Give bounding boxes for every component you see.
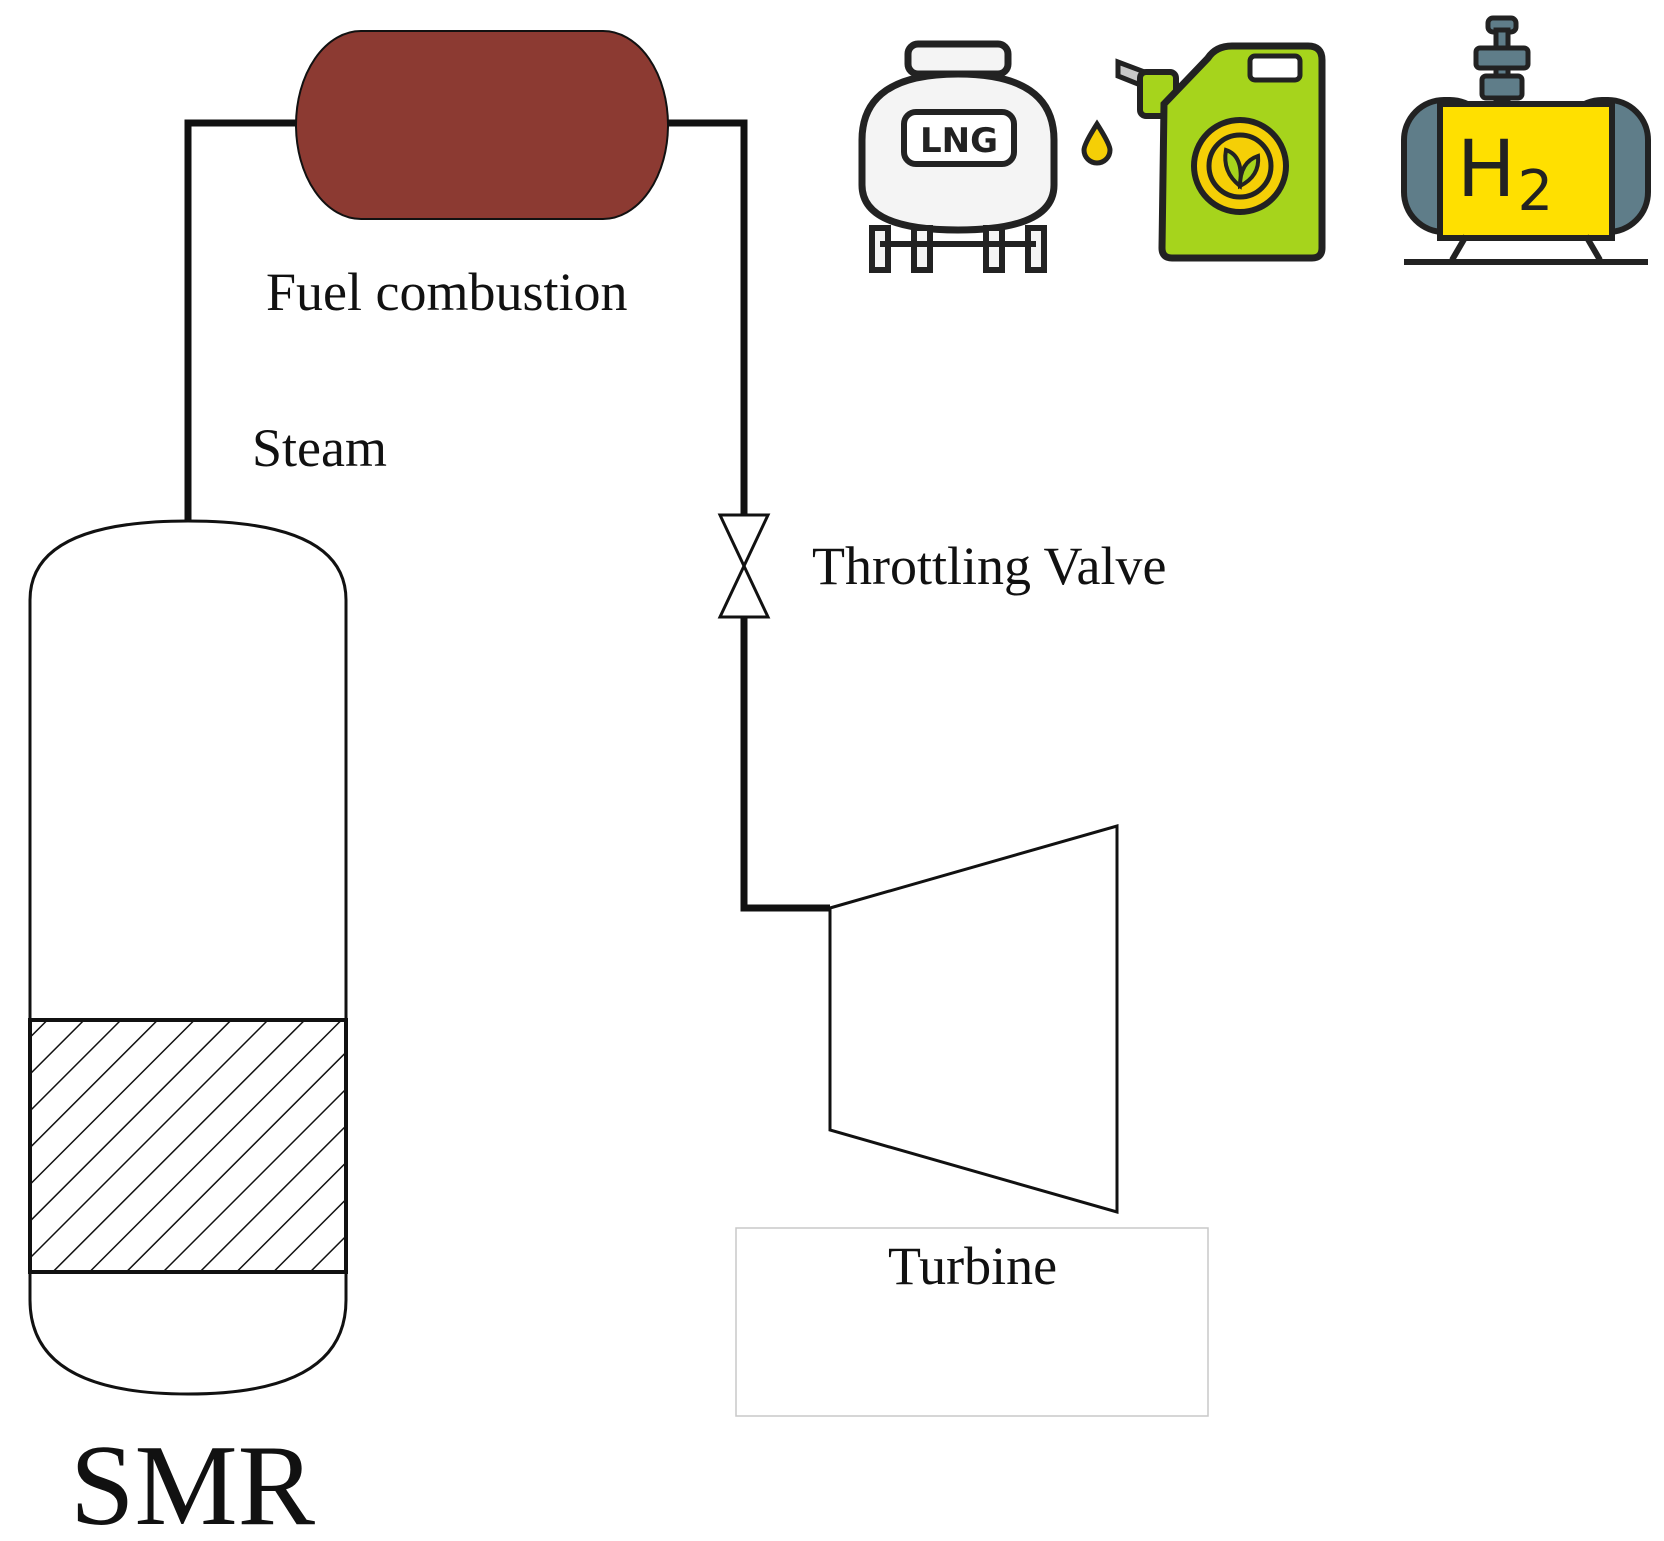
throttling-valve-symbol — [717, 513, 771, 619]
fuel-combustion-label: Fuel combustion — [266, 262, 628, 322]
turbine-label: Turbine — [888, 1236, 1057, 1296]
lng-tank-label: LNG — [920, 121, 998, 161]
steam-pipe — [184, 119, 300, 521]
throttling-valve-label: Throttling Valve — [812, 536, 1166, 596]
turbine-inlet-pipe — [740, 617, 830, 912]
catalyst-bed — [28, 1018, 348, 1274]
smr-label: SMR — [70, 1422, 316, 1541]
steam-label: Steam — [252, 418, 387, 478]
combustion-outlet-pipe — [664, 119, 748, 515]
biofuel-can-icon — [1081, 42, 1326, 262]
lng-tank-icon: LNG — [858, 40, 1058, 273]
turbine-label-box — [735, 1227, 1209, 1417]
hydrogen-tank-label: H2 — [1457, 125, 1553, 224]
hydrogen-tank-icon: H2 — [1401, 15, 1651, 265]
turbine-symbol — [828, 824, 1119, 1214]
fuel-combustion-vessel — [295, 30, 669, 220]
smr-reactor — [28, 519, 348, 1396]
